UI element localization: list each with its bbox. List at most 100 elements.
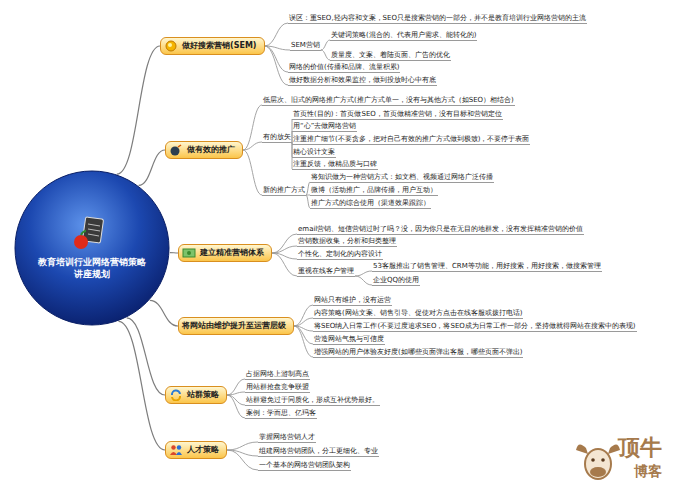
topic-text: 误区：重SEO,轻内容和文案，SEO只是搜索营销的一部分，并不是教育培训行业网络… — [289, 14, 586, 22]
subtopic-item: 掌握网络营销人才 — [258, 432, 316, 443]
cow-eye — [601, 458, 605, 462]
branch-connector — [150, 300, 178, 326]
subtopic-item: 精心设计文案 — [292, 147, 336, 158]
subtopic-item: 注重反馈，做精品质与口碑 — [292, 159, 378, 170]
topic-text: 质量度、文案、着陆页面、广告的优化 — [331, 51, 450, 59]
subtopic-item: 注重推广细节(不要贪多，把对自己有效的推广方式做到极致)，不要停于表面 — [292, 134, 530, 145]
watermark-text: 博客 — [634, 463, 662, 479]
subtopic-item: 增强网站的用户体验友好度(如哪些页面弹出客服，哪些页面不弹出) — [313, 347, 523, 358]
branch-connector — [272, 246, 297, 253]
topic-text: 低层次、旧式的网络推广方式(推广方式单一，没有与其他方式（如SEO）相结合) — [263, 96, 514, 104]
subtopic-item: 用“心”去做网络营销 — [292, 121, 357, 132]
branch-connector — [265, 46, 289, 85]
subtopic-item: 新的推广方式 — [262, 185, 306, 196]
branch-connector — [139, 150, 165, 185]
subtopic-item: 营销数据收集，分析和归类整理 — [297, 236, 397, 247]
topic-text: 网站只有维护，没有运营 — [314, 296, 391, 304]
subtopic-item: 有的放矢 — [262, 132, 292, 143]
central-text-block: 教育培训行业网络营销策略讲座规划 — [35, 256, 149, 280]
subtopic-item: 案例：学而思、亿玛客 — [245, 408, 317, 419]
subtopic-item: 53客服推出了销售管理、CRM等功能，用好搜索，用好搜索，做搜索管理 — [372, 261, 602, 272]
branch-connector — [119, 321, 165, 450]
subtopic-item: SEM营销 — [290, 40, 321, 51]
subtopic-item: 首页性(目的)：首页做SEO，首页做精准营销，没有目标和营销定位 — [292, 109, 503, 120]
subtopic-item: 微博（活动推广，品牌传播，用户互动） — [310, 185, 438, 196]
subtopic-item: 质量度、文案、着陆页面、广告的优化 — [330, 50, 451, 61]
topic-text: 精心设计文案 — [293, 148, 335, 156]
main-topic-box: 站群策略 — [165, 386, 227, 404]
branch-connector — [294, 318, 313, 326]
book-apple-icon — [74, 217, 104, 249]
branch-connector — [272, 253, 297, 276]
subtopic-item: 重视在线客户管理 — [297, 266, 355, 277]
topic-text: 增强网站的用户体验友好度(如哪些页面弹出客服，哪些页面不弹出) — [314, 348, 522, 356]
branch-icon — [182, 247, 196, 259]
cow-nose — [590, 467, 606, 477]
topic-text: 营销数据收集，分析和归类整理 — [298, 237, 396, 245]
subtopic-item: 网络的价值(传播和品牌、流量积累) — [288, 62, 400, 73]
subtopic-item: 误区：重SEO,轻内容和文案，SEO只是搜索营销的一部分，并不是教育培训行业网络… — [288, 13, 587, 24]
subtopic-item: 企业QQ的使用 — [372, 275, 420, 286]
topic-text: 站群避免过于同质化，形成互补优势最好。 — [246, 396, 379, 404]
cow-horn — [576, 444, 588, 454]
topic-text: 站群策略 — [187, 389, 219, 401]
topic-text: 将网站由维护提升至运营层级 — [182, 320, 286, 332]
branch-connector — [227, 450, 258, 470]
topic-text: 注重推广细节(不要贪多，把对自己有效的推广方式做到极致)，不要停于表面 — [293, 135, 529, 143]
topic-text: 个性化、定制化的内容设计 — [298, 250, 382, 258]
topic-text: 案例：学而思、亿玛客 — [246, 409, 316, 417]
branch-icon — [169, 444, 183, 456]
topic-text: 推广方式的综合使用（渠道效果跟踪） — [311, 199, 430, 207]
topic-text: 53客服推出了销售管理、CRM等功能，用好搜索，用好搜索，做搜索管理 — [373, 262, 601, 270]
topic-text: email营销、短信营销过时了吗？没，因为你只是在无目的地群发，没有发挥精准营销… — [298, 225, 583, 233]
branch-connector — [117, 46, 160, 174]
branch-connector — [170, 252, 178, 254]
subtopic-item: 站群避免过于同质化，形成互补优势最好。 — [245, 395, 380, 406]
subtopic-item: 做好数据分析和效果监控，做到投放时心中有底 — [288, 75, 437, 86]
branch-connector — [227, 395, 245, 418]
branch-connector — [321, 40, 330, 50]
topic-text: 企业QQ的使用 — [373, 276, 419, 284]
branch-connector — [127, 318, 165, 395]
subtopic-item: 关键词策略(混合的、代表用户需求、能转化的) — [330, 30, 477, 41]
topic-text: 微博（活动推广，品牌传播，用户互动） — [311, 186, 437, 194]
topic-text: 一个基本的网络营销团队架构 — [259, 461, 350, 469]
branch-connector — [243, 142, 262, 150]
branch-icon — [164, 40, 178, 52]
branch-connector — [294, 326, 313, 357]
center-circle — [14, 170, 170, 326]
subtopic-item: 用站群抢盘竞争联盟 — [245, 382, 310, 393]
subtopic-item: 将SEO纳入日常工作(不要过度追求SEO，将SEO成为日常工作一部分，坚持做就得… — [313, 321, 637, 332]
topic-text: 注重反馈，做精品质与口碑 — [293, 160, 377, 168]
topic-text: 人才策略 — [187, 444, 219, 456]
subtopic-item: 个性化、定制化的内容设计 — [297, 249, 383, 260]
cow-logo — [576, 444, 620, 479]
topic-text: 重视在线客户管理 — [298, 267, 354, 275]
topic-text: 营造网站气氛与可信度 — [314, 335, 384, 343]
cow-head — [585, 449, 611, 479]
branch-icon — [169, 389, 183, 401]
main-topic-box: 建立精准营销体系 — [178, 244, 272, 262]
branch-connector — [243, 150, 262, 195]
branch-connector — [355, 271, 372, 276]
branch-connector — [321, 50, 330, 60]
central-topic: 教育培训行业网络营销策略讲座规划 — [14, 170, 170, 326]
topic-text: 教育培训行业网络营销策略讲座规划 — [38, 257, 146, 279]
main-topic-box: 将网站由维护提升至运营层级 — [178, 317, 294, 335]
branch-connector — [227, 379, 245, 395]
cow-eye — [591, 458, 595, 462]
subtopic-item: 网站只有维护，没有运营 — [313, 295, 392, 306]
branch-connector — [265, 23, 289, 46]
subtopic-item: 将知识做为一种营销方式：如文档、视频通过网络广泛传播 — [310, 172, 494, 183]
topic-text: 组建网络营销团队，分工更细化、专业 — [259, 447, 378, 455]
branch-connector — [265, 46, 289, 72]
topic-text: 做好搜索营销(SEM) — [182, 40, 257, 52]
branch-icon — [169, 144, 183, 156]
topic-text: 用“心”去做网络营销 — [293, 122, 356, 130]
topic-text: 掌握网络营销人才 — [259, 433, 315, 441]
branch-connector — [227, 442, 258, 450]
branch-connector — [294, 305, 313, 326]
subtopic-item: email营销、短信营销过时了吗？没，因为你只是在无目的地群发，没有发挥精准营销… — [297, 224, 584, 235]
